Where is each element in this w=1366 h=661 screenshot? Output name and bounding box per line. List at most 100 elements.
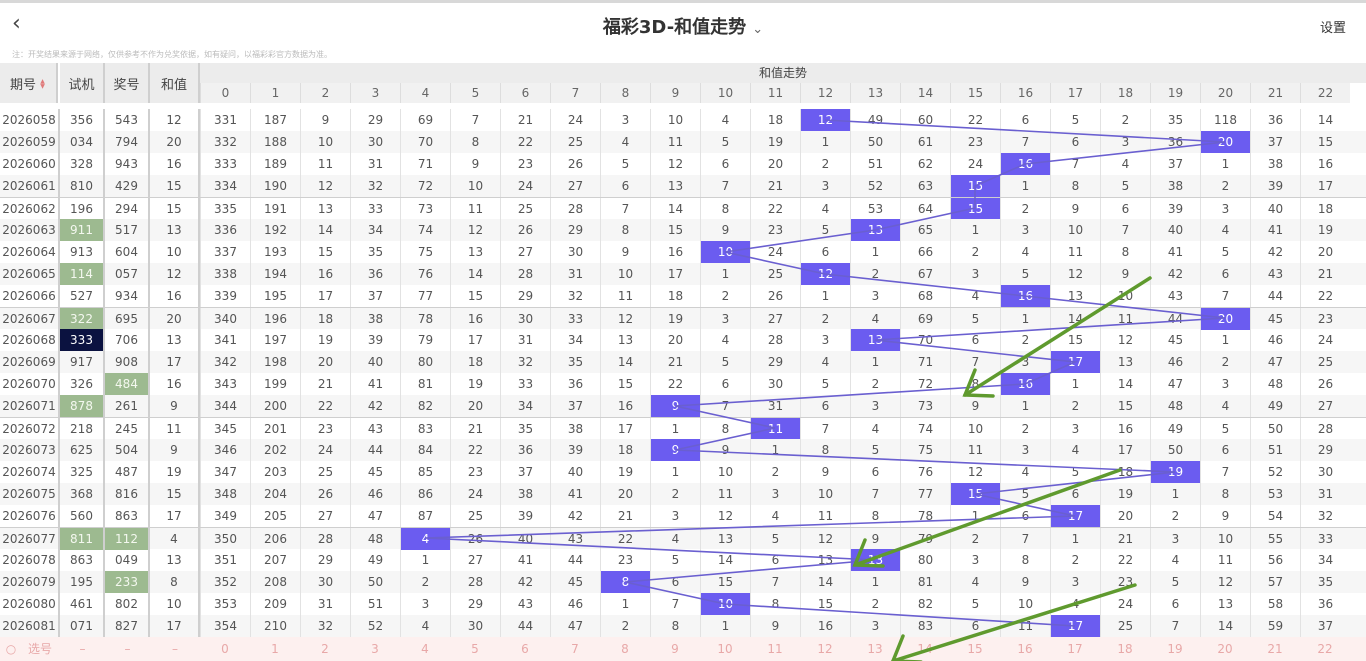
award-number-cell: 057 <box>105 263 150 285</box>
miss-count-cell: 334 <box>200 175 250 197</box>
miss-count-cell: 22 <box>750 198 800 220</box>
miss-count-cell: 5 <box>700 131 750 153</box>
page-title[interactable]: 福彩3D-和值走势⌄ <box>0 13 1366 39</box>
miss-count-cell: 45 <box>1250 308 1300 330</box>
miss-count-cell: 34 <box>350 219 400 241</box>
header-issue[interactable]: 期号▲▼ <box>0 63 58 103</box>
pick-number-button[interactable]: 11 <box>767 642 783 656</box>
miss-count-cell: 22 <box>300 395 350 417</box>
miss-count-cell: 70 <box>900 329 950 351</box>
miss-count-cell: 81 <box>900 571 950 593</box>
trial-number-cell: 863 <box>60 549 105 571</box>
miss-count-cell: 63 <box>900 175 950 197</box>
pick-number-button[interactable]: 13 <box>867 642 883 656</box>
miss-count-cell: 1 <box>700 615 750 637</box>
pick-number-button[interactable]: 10 <box>717 642 733 656</box>
miss-count-cell: 1 <box>650 461 700 483</box>
pick-number-button[interactable]: 19 <box>1167 642 1183 656</box>
issue-cell: 2026066 <box>0 285 60 307</box>
miss-count-cell: 26 <box>500 219 550 241</box>
award-number-cell: 429 <box>105 175 150 197</box>
miss-count-cell: 15 <box>1300 131 1350 153</box>
award-number-cell: 802 <box>105 593 150 615</box>
miss-count-cell: 43 <box>500 593 550 615</box>
radio-icon[interactable]: ○ <box>5 642 17 656</box>
miss-count-cell: 2 <box>600 615 650 637</box>
pick-number-button[interactable]: 6 <box>521 642 529 656</box>
pick-number-button[interactable]: 20 <box>1217 642 1233 656</box>
pick-number-button[interactable]: 14 <box>917 642 933 656</box>
miss-count-cell: 21 <box>450 418 500 440</box>
miss-count-cell: 14 <box>650 198 700 220</box>
miss-count-cell: 44 <box>500 615 550 637</box>
miss-count-cell: 28 <box>450 571 500 593</box>
pick-number-button[interactable]: 17 <box>1067 642 1083 656</box>
miss-count-cell: 7 <box>800 418 850 440</box>
sum-hit-cell: 13 <box>850 549 900 571</box>
miss-count-cell: 40 <box>350 351 400 373</box>
dash: – <box>124 642 131 656</box>
miss-count-cell: 27 <box>450 549 500 571</box>
miss-count-cell: 207 <box>250 549 300 571</box>
pick-number-button[interactable]: 16 <box>1017 642 1033 656</box>
sort-icon[interactable]: ▲▼ <box>39 78 46 88</box>
pick-number-button[interactable]: 2 <box>321 642 329 656</box>
pick-number-button[interactable]: 21 <box>1267 642 1283 656</box>
miss-count-cell: 8 <box>450 131 500 153</box>
pick-number-button[interactable]: 3 <box>371 642 379 656</box>
miss-count-cell: 26 <box>1300 373 1350 395</box>
miss-count-cell: 210 <box>250 615 300 637</box>
miss-count-cell: 13 <box>450 241 500 263</box>
miss-count-cell: 199 <box>250 373 300 395</box>
miss-count-cell: 1 <box>1200 329 1250 351</box>
sum-cell: 16 <box>150 373 200 395</box>
miss-count-cell: 2 <box>1000 329 1050 351</box>
award-number-cell: 233 <box>105 571 150 593</box>
miss-count-cell: 1 <box>800 131 850 153</box>
miss-count-cell: 32 <box>1300 505 1350 527</box>
miss-count-cell: 6 <box>1200 263 1250 285</box>
miss-count-cell: 65 <box>900 219 950 241</box>
issue-cell: 2026072 <box>0 418 60 440</box>
pick-label[interactable]: 选号 <box>27 642 52 656</box>
miss-count-cell: 61 <box>900 131 950 153</box>
pick-number-button[interactable]: 1 <box>271 642 279 656</box>
miss-count-cell: 72 <box>400 175 450 197</box>
miss-count-cell: 25 <box>300 461 350 483</box>
pick-number-button[interactable]: 8 <box>621 642 629 656</box>
pick-number-button[interactable]: 9 <box>671 642 679 656</box>
miss-count-cell: 2 <box>1050 549 1100 571</box>
miss-count-cell: 25 <box>1300 351 1350 373</box>
pick-number-button[interactable]: 0 <box>221 642 229 656</box>
pick-number-button[interactable]: 15 <box>967 642 983 656</box>
miss-count-cell: 343 <box>200 373 250 395</box>
settings-button[interactable]: 设置 <box>1319 21 1346 36</box>
chevron-left-icon[interactable]: ‹ <box>12 11 21 36</box>
miss-count-cell: 194 <box>250 263 300 285</box>
pick-number-button[interactable]: 7 <box>571 642 579 656</box>
pick-number-button[interactable]: 12 <box>817 642 833 656</box>
pick-number-button[interactable]: 5 <box>471 642 479 656</box>
miss-count-cell: 7 <box>650 593 700 615</box>
miss-count-cell: 14 <box>1200 615 1250 637</box>
miss-count-cell: 5 <box>950 593 1000 615</box>
miss-count-cell: 36 <box>350 263 400 285</box>
miss-count-cell: 347 <box>200 461 250 483</box>
pick-number-button[interactable]: 22 <box>1317 642 1333 656</box>
trial-number-cell: 034 <box>60 131 105 153</box>
header-sum-value: 6 <box>500 83 550 103</box>
miss-count-cell: 15 <box>800 593 850 615</box>
miss-count-cell: 12 <box>800 528 850 550</box>
miss-count-cell: 10 <box>600 263 650 285</box>
pick-number-button[interactable]: 18 <box>1117 642 1133 656</box>
sum-cell: 12 <box>150 109 200 131</box>
chevron-down-icon[interactable]: ⌄ <box>752 22 764 37</box>
miss-count-cell: 67 <box>900 263 950 285</box>
miss-count-cell: 29 <box>550 219 600 241</box>
pick-number-button[interactable]: 4 <box>421 642 429 656</box>
miss-count-cell: 52 <box>350 615 400 637</box>
